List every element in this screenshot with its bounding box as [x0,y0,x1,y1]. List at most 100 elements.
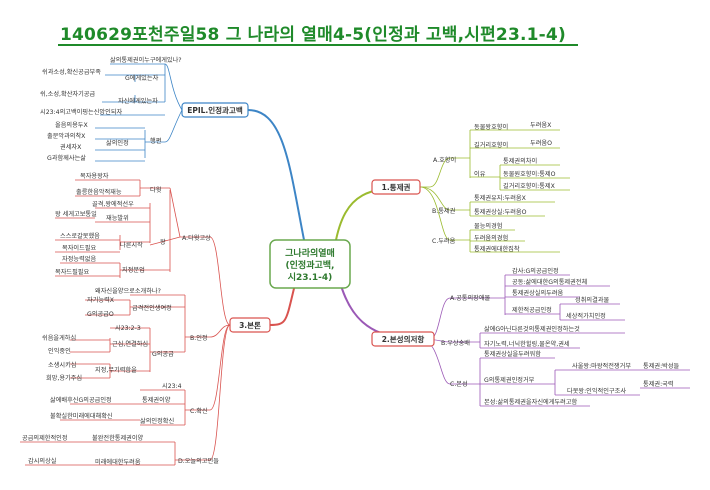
branch-bonron [20,179,231,466]
tong-a3a: 통제권의차이 [503,157,537,165]
tong-a3: 이유 [474,170,486,178]
node-tonggyegwon[interactable]: 1.통제권 [371,179,421,195]
br-b3: G의공급 [152,350,174,358]
bs-b: B.우상숭배 [441,339,470,347]
epil-acknow: 삶의인정 [106,139,129,147]
epil-g-label: G에게있는자 [125,74,159,82]
bs-a2: 공동:삶에대한G의통제권전체 [512,278,587,286]
br-d1: 불완전한통제권이양 [92,434,144,442]
epil-a1: 올음의용두X [55,121,88,129]
br-d2: 미래에대한두려움 [95,458,141,466]
epil-question: 삶의통제권이누구에게있나? [110,56,182,64]
bs-c2a-v: 통제권:박성들 [643,362,680,370]
tong-a1v: 두려움X [530,121,552,129]
br-d2a: 감시의상실 [28,457,57,465]
br-b3c: 지정,무기력함을 [95,366,137,374]
epil-self-sub: 쉬,소성,확산자기공급 [40,90,95,98]
connector-tonggyegwon [334,186,421,246]
node-bonseong-label: 2.본성의저항 [382,334,425,344]
br-d1a: 공급의제한적인정 [22,434,68,442]
br-a2: 왕 [160,238,166,246]
br-b2b: G의공급O [87,310,114,318]
title-underline [58,44,578,46]
epil-a3: 권세자X [60,143,82,151]
epil-quote: 시23:4의고백이핑는신앙인되자 [40,108,123,116]
br-b3b: 근심,연결하심 [112,340,148,348]
center-line-1: 그나라의열매 [285,247,335,259]
node-epil[interactable]: EPIL.인정과고백 [181,102,249,118]
br-b2: 급격전인생여정 [132,304,172,312]
br-b3b2: 인익중인 [48,347,71,355]
bs-a4a: 성취의결과물 [575,296,609,304]
tong-a3c: 길거리호향이:통제X [503,182,556,190]
tong-c2: 두려움의경험 [474,234,508,242]
branch-tonggyegwon [419,129,570,253]
bs-c2a: 사울왕:마왕적전쟁거부 [572,362,631,370]
node-epil-label: EPIL.인정과고백 [187,105,243,115]
center-box [269,239,351,289]
epil-self-label: 자신에게있는자 [118,97,158,105]
br-a1a: 목자용왕자 [80,172,109,180]
br-b1: 왜자신을양으로소개하나? [95,287,161,295]
node-bonron-box [229,317,271,333]
bs-c1: 통제권상실을두려워함 [484,350,541,358]
br-b2a: 자기능력X [87,296,115,304]
bs-a3: 통제권상실의두려움 [512,289,564,297]
br-c1: 시23:4 [162,383,182,390]
page-title: 140629포천주일58 그 나라의 열매4-5(인정과 고백,시편23.1-4… [60,25,566,45]
br-b3a: 시23:2-3 [115,325,141,332]
node-bonseong-box [371,331,435,347]
branch-bonseong [419,274,690,407]
tong-c1: 물능의경험 [474,222,502,230]
br-a4a: 자정능력없음 [62,255,96,263]
bs-a4: 제한적공급인정 [512,306,552,314]
br-a4: 지정분업 [122,266,145,274]
br-a3b: 목자이드필요 [62,244,96,252]
bs-c: C.본성 [450,380,468,388]
br-a2b: 재능발위 [106,214,129,222]
epil-a4: G과함께사는삶 [47,154,86,162]
bs-b2: 자기노력,너닉한힐링,물온약,권세 [484,340,570,348]
br-a3a: 스스로갈못했음 [60,232,100,240]
bs-a4b: 세상적가치인정 [566,312,606,320]
epil-a2: 출문악과의착X [47,132,86,140]
tong-a: A.호향이 [433,156,456,164]
node-bonseong[interactable]: 2.본성의저항 [371,331,435,347]
node-tonggyegwon-label: 1.통제권 [382,182,411,192]
node-epil-box [181,102,249,118]
tong-a3b: 동물원호향이:통제O [503,170,556,178]
tong-b: B.통제권 [432,207,456,215]
center-line-3: 시23.1-4) [288,272,333,283]
br-c2a: 삶에배후신G의공급인정 [50,396,112,404]
br-b3c2: 희망,용기주심 [46,374,82,382]
tong-a2v: 두려움O [530,139,552,147]
center-node[interactable]: 그나라의열매 (인정과고백, 시23.1-4) [269,239,351,289]
br-c: C.확신 [190,407,208,415]
bs-a1: 감사:G의공급인정 [512,267,559,275]
br-a4b: 목자드필필요 [55,268,89,276]
bs-b1: 삶에G아닌다른것의통제권인정하는것 [484,325,580,333]
br-a2a: 골격,왕에적선우 [92,200,134,208]
br-c3a: 불확실한미래에대해확신 [50,412,113,420]
br-c2: 통제권이양 [142,396,171,404]
br-a1: 다윗 [150,186,162,194]
br-a2c: 왕 세게고보통일 [55,210,97,218]
bs-a: A.공통의장애물 [450,294,491,302]
tong-a1: 동물왕호향이 [474,123,508,131]
epil-haeng: 행편 [150,137,162,145]
bs-c2b-v: 통제권:국력 [643,380,674,388]
node-bonron[interactable]: 3.본론 [229,317,271,333]
br-b3b1: 쉬음을게하심 [42,334,76,342]
br-c3: 삶의인정확신 [140,417,174,425]
tong-a2: 길거리호향이 [474,141,508,149]
connector-epil [247,109,306,246]
bs-c2b: 다못왕:인익적인구조사 [567,387,626,395]
branch-epil [95,63,245,162]
main-connectors [247,109,421,340]
node-tonggyegwon-box [371,179,421,195]
br-d: D.오늘의고민들 [178,457,219,465]
epil-g-sub: 쉬과소성,확신공급부족 [42,68,101,76]
node-bonron-label: 3.본론 [239,321,261,330]
tong-b1: 통제권유지:두려움X [474,194,527,202]
